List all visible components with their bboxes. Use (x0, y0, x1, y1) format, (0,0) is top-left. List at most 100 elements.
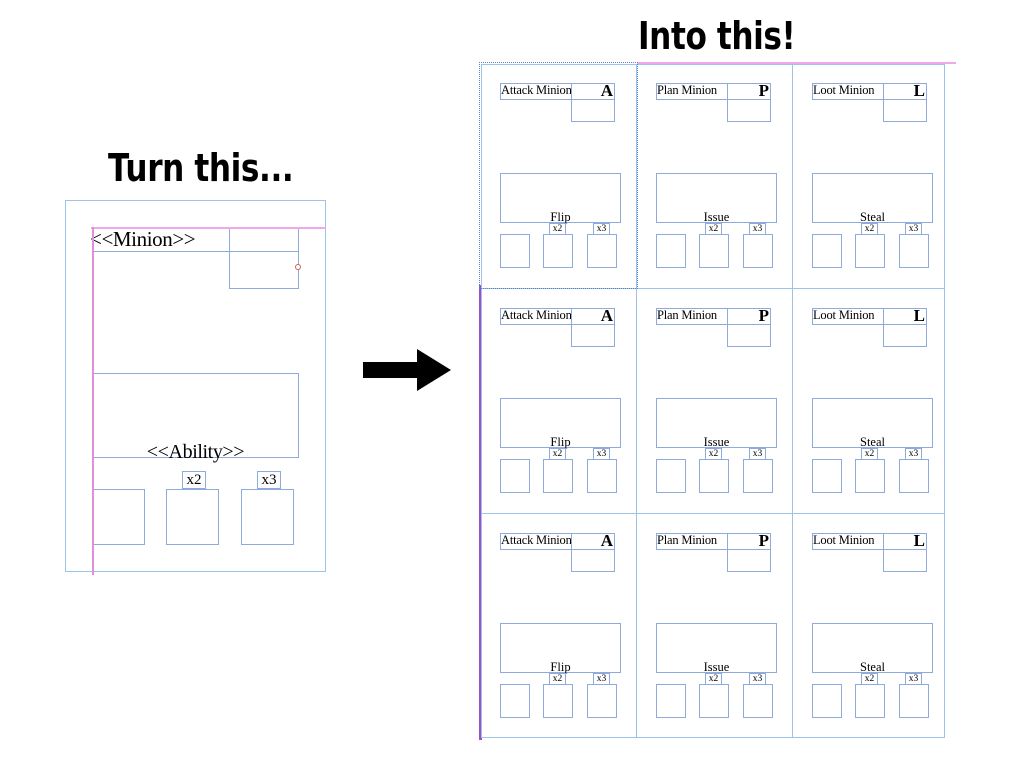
card-name-label: Loot Minion (813, 533, 875, 547)
card-multiplier-x3: x3 (905, 223, 922, 235)
card-ability-box (812, 173, 933, 223)
card-slot-3 (899, 684, 929, 718)
card-slot-1 (500, 234, 530, 268)
sheet-rule-top (481, 64, 945, 66)
sheet-rule-left (481, 64, 483, 738)
card-multiplier-x2: x2 (705, 223, 722, 235)
card-cost-box-bottom (571, 324, 615, 347)
card-name-label: Plan Minion (657, 533, 717, 547)
card-slot-3 (587, 684, 617, 718)
card-ability-label: Flip (550, 435, 571, 449)
card-slot-1 (812, 684, 842, 718)
sheet-rule-col-1 (636, 64, 638, 738)
card-multiplier-x3: x3 (593, 448, 610, 460)
card-type-letter: L (913, 531, 925, 550)
card-multiplier-x2: x2 (705, 673, 722, 685)
sheet-rule-col-2 (792, 64, 794, 738)
card-ability-label: Issue (703, 660, 730, 674)
template-multiplier-x2: x2 (182, 471, 206, 489)
card-slot-1 (500, 684, 530, 718)
card-multiplier-x3: x3 (905, 673, 922, 685)
card-type-letter: A (600, 531, 613, 550)
card-type-letter: A (600, 306, 613, 325)
card-slot-3 (899, 234, 929, 268)
card-cost-box-bottom (727, 99, 771, 122)
card-cost-box-bottom (571, 99, 615, 122)
card-slot-3 (587, 459, 617, 493)
card-name-label: Loot Minion (813, 83, 875, 97)
bleed-line-top (637, 62, 956, 64)
sheet-rule-bottom (481, 737, 945, 739)
card-name-label: Attack Minion (501, 533, 572, 547)
card-multiplier-x3: x3 (749, 673, 766, 685)
card-slot-1 (812, 234, 842, 268)
card-slot-1 (500, 459, 530, 493)
card-slot-2 (543, 684, 573, 718)
card-multiplier-x2: x2 (549, 673, 566, 685)
card-slot-2 (855, 459, 885, 493)
card-cost-box-bottom (883, 99, 927, 122)
template-cost-box-bottom (229, 251, 299, 289)
template-card: <<Minion>> <<Ability>> x2 x3 (65, 200, 326, 572)
card-ability-label: Flip (550, 210, 571, 224)
arrow-right-icon (363, 349, 451, 391)
sheet-rule-right (944, 64, 946, 738)
card-multiplier-x2: x2 (861, 448, 878, 460)
card-type-letter: P (758, 306, 769, 325)
card-ability-box (812, 623, 933, 673)
bleed-line-left (479, 285, 482, 740)
card-multiplier-x3: x3 (593, 673, 610, 685)
sheet-rule-row-2 (481, 513, 945, 515)
card-slot-1 (656, 684, 686, 718)
card-slot-1 (656, 459, 686, 493)
card-slot-2 (855, 684, 885, 718)
card-multiplier-x3: x3 (749, 223, 766, 235)
card-multiplier-x3: x3 (749, 448, 766, 460)
template-slot-3 (241, 489, 294, 545)
card-cost-box-bottom (727, 324, 771, 347)
card-name-label: Loot Minion (813, 308, 875, 322)
template-ability-placeholder: <<Ability>> (146, 441, 245, 463)
card-slot-2 (543, 459, 573, 493)
card-multiplier-x3: x3 (905, 448, 922, 460)
card-multiplier-x2: x2 (549, 448, 566, 460)
heading-turn-this: Turn this... (108, 146, 294, 190)
template-slot-2 (166, 489, 219, 545)
card-cost-box-bottom (883, 324, 927, 347)
card-ability-box (500, 173, 621, 223)
card-ability-box (500, 398, 621, 448)
card-slot-2 (855, 234, 885, 268)
heading-into-this: Into this! (638, 14, 796, 58)
template-multiplier-x3: x3 (257, 471, 281, 489)
resize-handle[interactable] (295, 264, 301, 270)
card-cost-box-bottom (883, 549, 927, 572)
card-type-letter: P (758, 81, 769, 100)
card-slot-2 (699, 234, 729, 268)
card-type-letter: L (913, 81, 925, 100)
card-cost-box-bottom (727, 549, 771, 572)
card-type-letter: A (600, 81, 613, 100)
card-slot-1 (812, 459, 842, 493)
card-name-label: Attack Minion (501, 83, 572, 97)
card-ability-label: Issue (703, 210, 730, 224)
card-ability-box (812, 398, 933, 448)
card-ability-label: Steal (860, 210, 885, 224)
card-type-letter: P (758, 531, 769, 550)
card-multiplier-x3: x3 (593, 223, 610, 235)
card-name-label: Attack Minion (501, 308, 572, 322)
card-cost-box-bottom (571, 549, 615, 572)
card-slot-2 (699, 684, 729, 718)
sheet-rule-row-1 (481, 288, 945, 290)
card-ability-label: Steal (860, 435, 885, 449)
